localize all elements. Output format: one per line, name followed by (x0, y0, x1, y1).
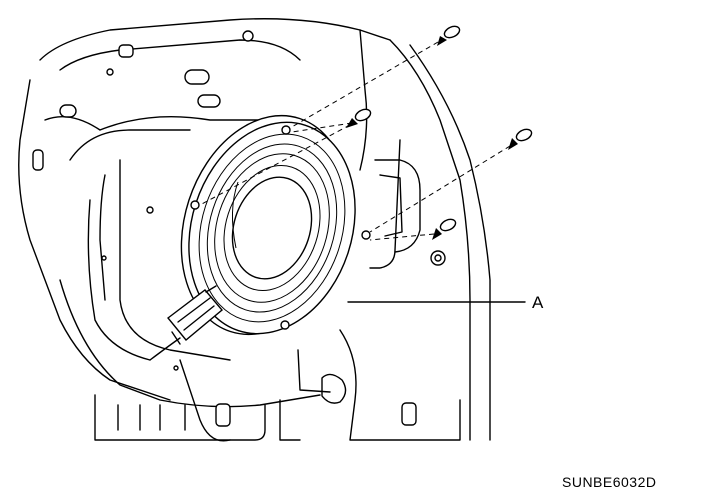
door-inner-panel-icon (18, 18, 491, 442)
alignment-lines (199, 41, 511, 241)
callout-label: A (532, 293, 544, 312)
figure-code: SUNBE6032D (562, 474, 657, 490)
speaker-icon (180, 114, 371, 336)
screw-icon (346, 25, 533, 240)
connector-icon (149, 285, 223, 361)
